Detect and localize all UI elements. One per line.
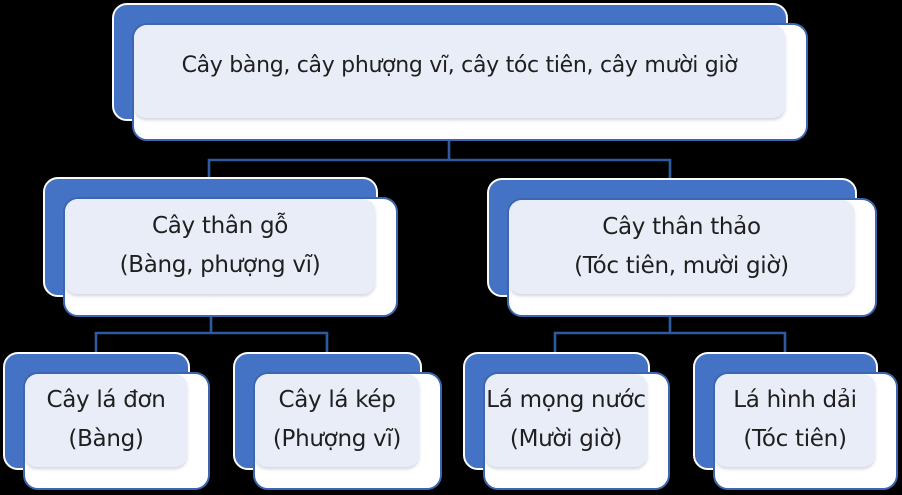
node-strap-leaf-label: Lá hình dải bbox=[733, 387, 857, 414]
node-compound-leaf-text-area: Cây lá kép (Phượng vĩ) bbox=[255, 374, 419, 467]
node-herbaceous-stem-subtitle: (Tóc tiên, mười giờ) bbox=[574, 252, 789, 279]
connector-woody-to-leaves bbox=[94, 314, 329, 355]
node-succulent-leaf: Lá mọng nước (Mười giờ) bbox=[463, 352, 670, 490]
node-strap-leaf-box: Lá hình dải (Tóc tiên) bbox=[713, 372, 898, 490]
node-woody-stem-subtitle: (Bàng, phượng vĩ) bbox=[119, 252, 321, 278]
node-root-box: Cây bàng, cây phượng vĩ, cây tóc tiên, c… bbox=[132, 23, 808, 141]
node-herbaceous-stem-label: Cây thân thảo bbox=[602, 213, 761, 240]
node-root-text-area: Cây bàng, cây phượng vĩ, cây tóc tiên, c… bbox=[134, 25, 785, 118]
node-simple-leaf: Cây lá đơn (Bàng) bbox=[3, 352, 210, 490]
node-strap-leaf: Lá hình dải (Tóc tiên) bbox=[693, 352, 898, 490]
node-herbaceous-stem-box: Cây thân thảo (Tóc tiên, mười giờ) bbox=[507, 198, 877, 317]
connector-root-to-level2 bbox=[207, 139, 672, 180]
node-simple-leaf-subtitle: (Bàng) bbox=[68, 426, 144, 452]
node-herbaceous-stem: Cây thân thảo (Tóc tiên, mười giờ) bbox=[487, 178, 877, 317]
node-simple-leaf-box: Cây lá đơn (Bàng) bbox=[23, 372, 210, 490]
node-succulent-leaf-box: Lá mọng nước (Mười giờ) bbox=[483, 372, 670, 490]
node-compound-leaf-box: Cây lá kép (Phượng vĩ) bbox=[253, 372, 442, 490]
node-herbaceous-stem-text-area: Cây thân thảo (Tóc tiên, mười giờ) bbox=[509, 200, 854, 294]
node-woody-stem-label: Cây thân gỗ bbox=[151, 213, 289, 240]
node-strap-leaf-text-area: Lá hình dải (Tóc tiên) bbox=[715, 374, 875, 467]
connector-herb-to-leaves bbox=[553, 314, 787, 355]
node-woody-stem-box: Cây thân gỗ (Bàng, phượng vĩ) bbox=[63, 197, 398, 317]
node-woody-stem: Cây thân gỗ (Bàng, phượng vĩ) bbox=[43, 177, 398, 317]
node-compound-leaf-subtitle: (Phượng vĩ) bbox=[272, 426, 402, 452]
node-simple-leaf-text-area: Cây lá đơn (Bàng) bbox=[25, 374, 187, 467]
node-root-label: Cây bàng, cây phượng vĩ, cây tóc tiên, c… bbox=[181, 52, 738, 78]
node-root: Cây bàng, cây phượng vĩ, cây tóc tiên, c… bbox=[112, 3, 808, 141]
node-simple-leaf-label: Cây lá đơn bbox=[46, 387, 166, 414]
node-compound-leaf-label: Cây lá kép bbox=[278, 387, 396, 414]
node-succulent-leaf-subtitle: (Mười giờ) bbox=[509, 426, 623, 452]
node-succulent-leaf-text-area: Lá mọng nước (Mười giờ) bbox=[485, 374, 647, 467]
node-compound-leaf: Cây lá kép (Phượng vĩ) bbox=[233, 352, 442, 490]
node-strap-leaf-subtitle: (Tóc tiên) bbox=[743, 426, 847, 452]
node-woody-stem-text-area: Cây thân gỗ (Bàng, phượng vĩ) bbox=[65, 199, 375, 294]
node-succulent-leaf-label: Lá mọng nước bbox=[486, 387, 646, 414]
